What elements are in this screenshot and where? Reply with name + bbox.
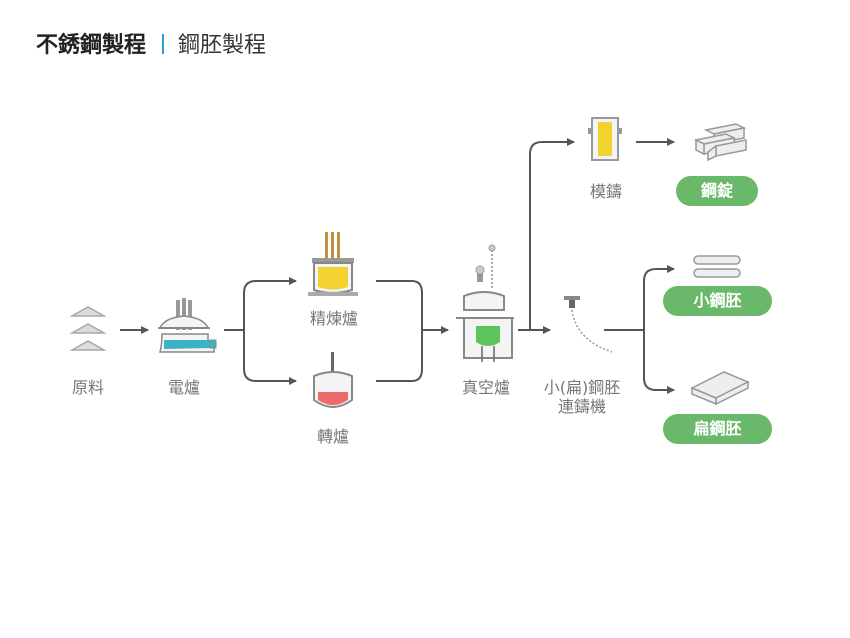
product-badge-ingot: 鋼錠 [676,176,758,206]
product-badge-billet: 小鋼胚 [663,286,772,316]
arrow-vacuum-to-mold [529,138,575,330]
vacuum-furnace-icon [456,244,514,362]
label-raw: 原料 [71,378,105,397]
title-sub: 鋼胚製程 [178,33,267,58]
label-vacuum: 真空爐 [461,378,511,397]
arrow-caster-to-billet [604,265,675,331]
arrow-eaf-to-converter [243,330,297,385]
arrow-refining-to-vacuum [376,280,423,330]
refining-furnace-icon [308,232,358,296]
label-refining: 精煉爐 [309,309,359,328]
converter-icon [313,352,353,408]
label-caster-line1: 小(扁)鋼胚 [543,378,621,397]
billet-icon [693,255,741,278]
arrow-caster-to-slab [643,330,675,394]
raw-material-icon [69,306,107,351]
slab-icon [690,371,750,406]
arrow-eaf-to-refining [224,277,297,331]
page-title: 不銹鋼製程 鋼胚製程 [36,27,266,59]
arrow-converter-to-vacuum [376,330,423,382]
title-divider [162,34,165,54]
label-caster-line2: 連鑄機 [557,397,607,416]
label-eaf: 電爐 [167,378,201,397]
continuous-caster-icon [564,296,613,353]
label-mold: 模鑄 [589,182,623,201]
electric-furnace-icon [158,298,217,353]
mold-icon [588,117,622,161]
product-badge-slab: 扁鋼胚 [663,414,772,444]
title-main: 不銹鋼製程 [36,33,147,58]
ingot-icon [693,123,747,162]
label-converter: 轉爐 [316,427,350,446]
